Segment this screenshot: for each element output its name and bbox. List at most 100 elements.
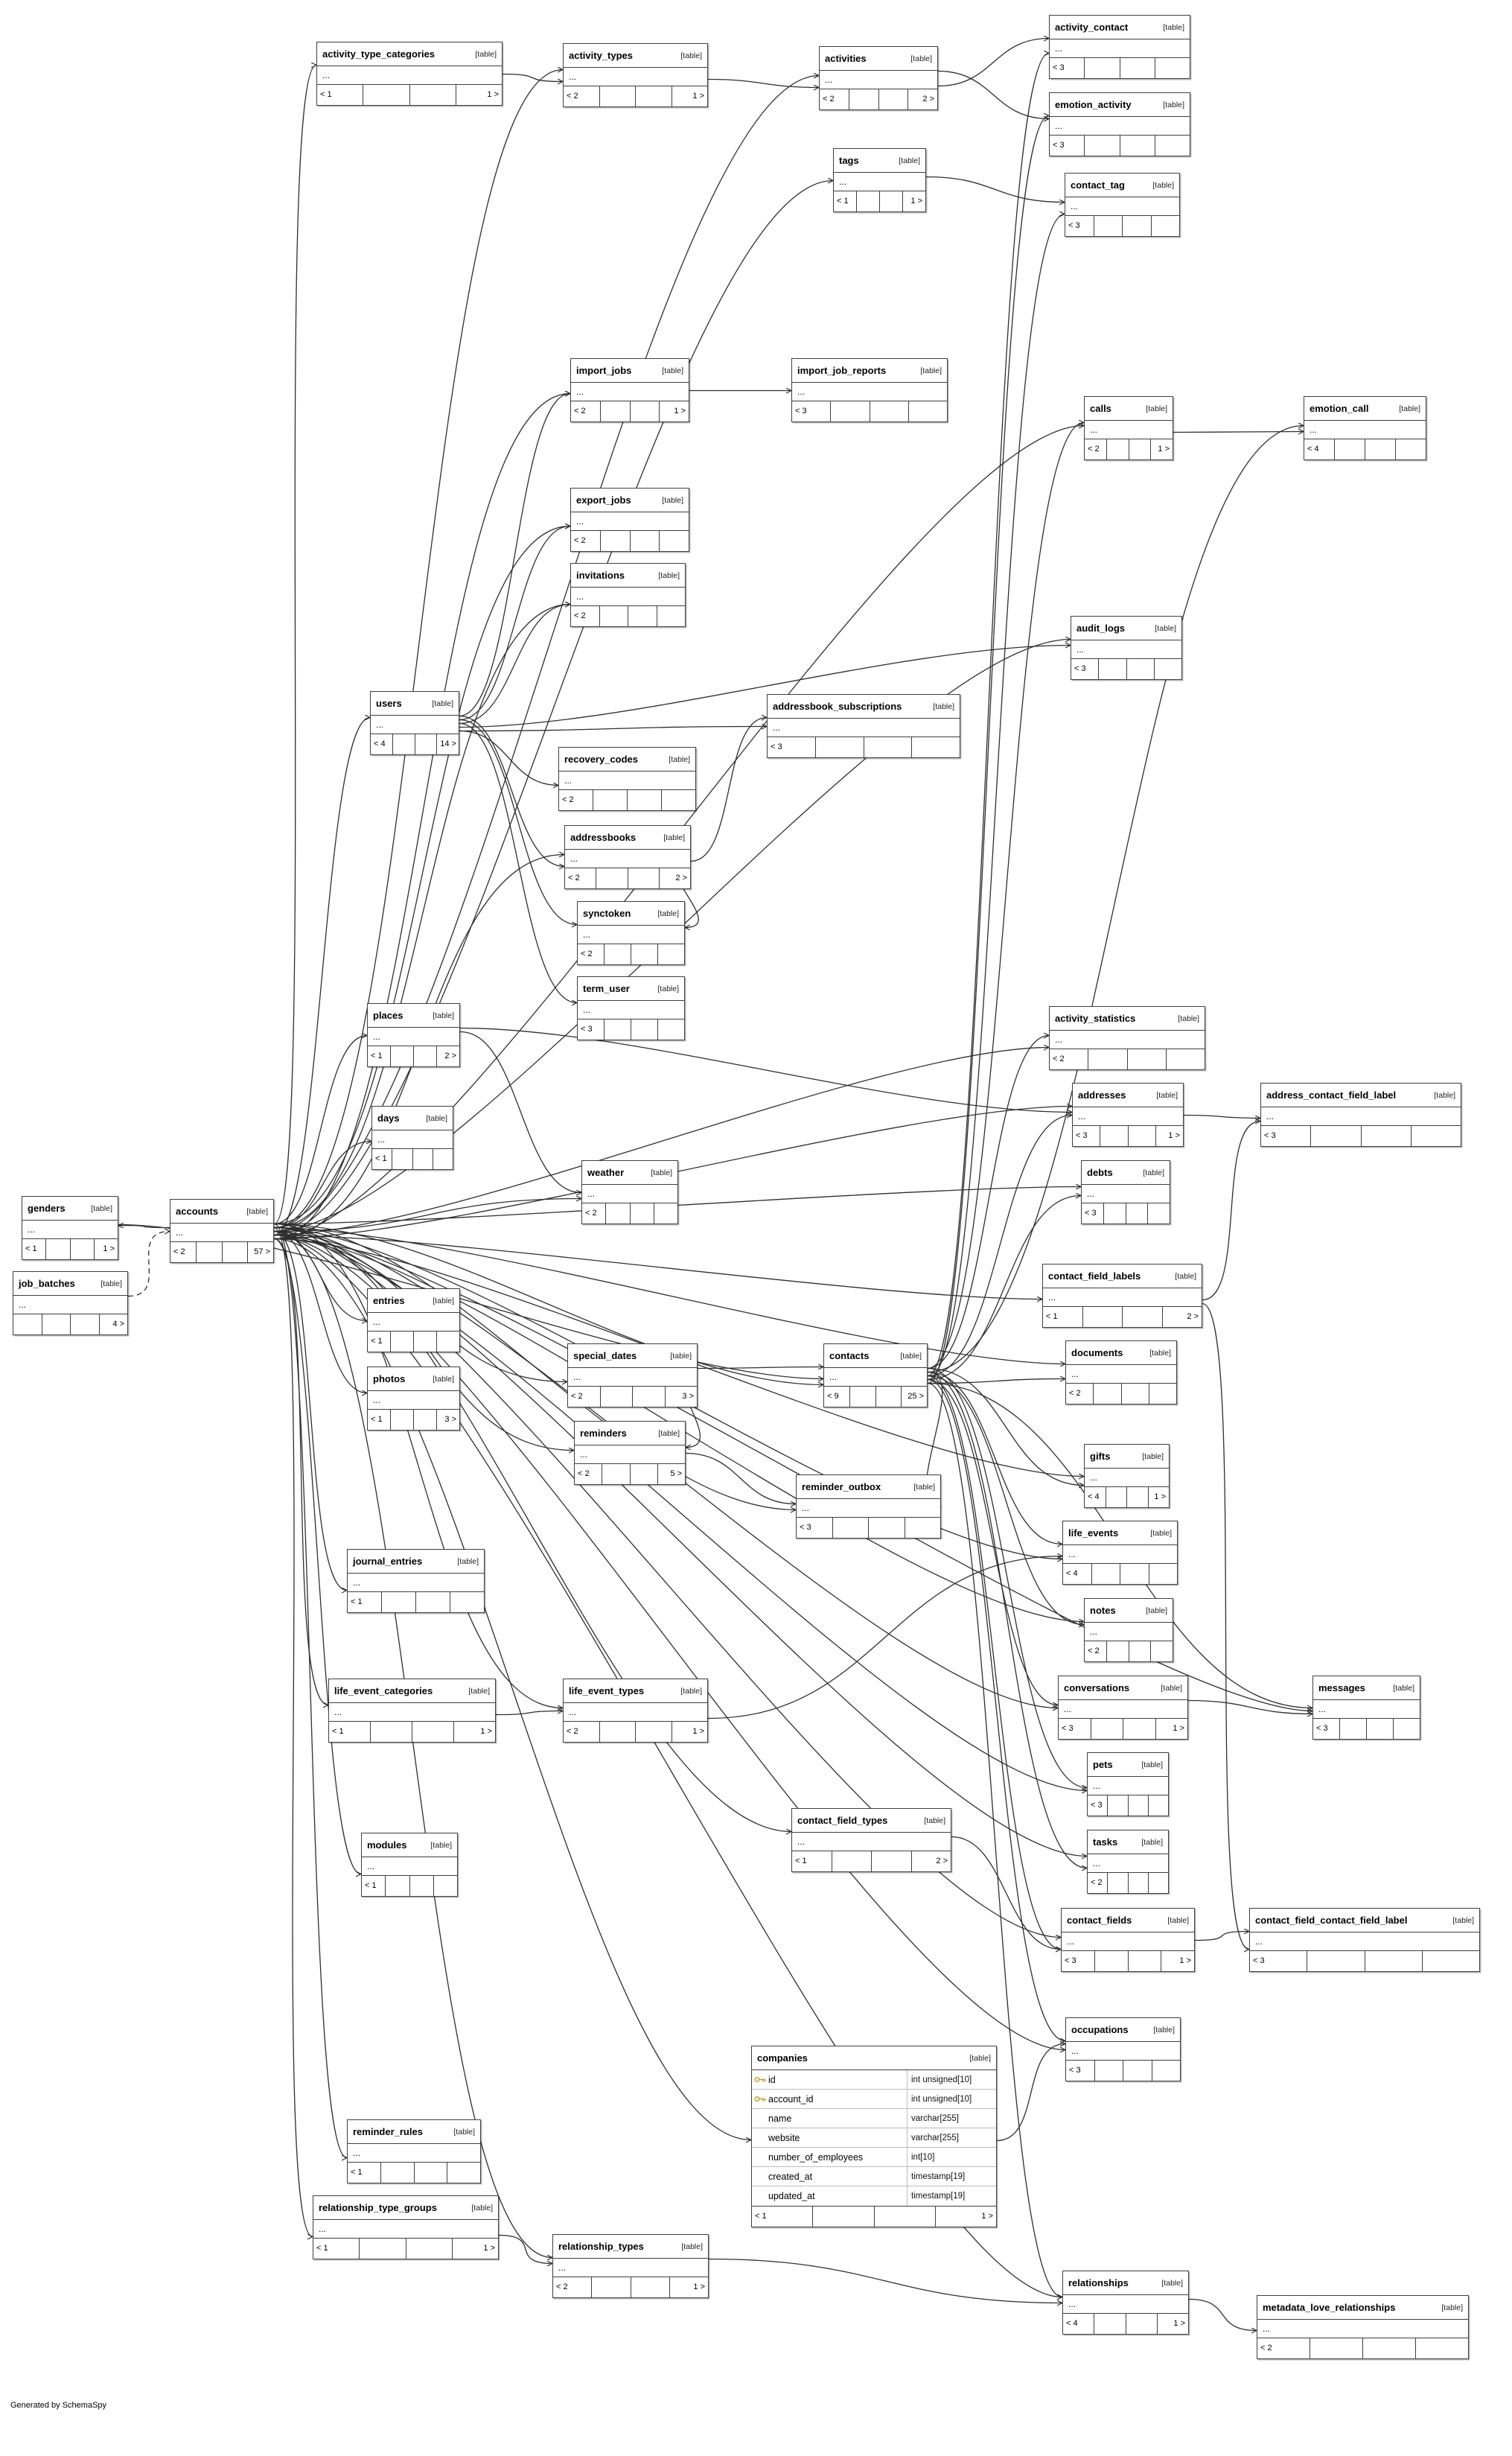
table-header[interactable]: entries [table] — [368, 1289, 459, 1313]
table-node-tasks[interactable]: tasks [table] ... < 2 — [1087, 1830, 1169, 1894]
table-node-contacts[interactable]: contacts [table] ... < 9 25 > — [823, 1343, 928, 1407]
table-node-tags[interactable]: tags [table] ... < 1 1 > — [833, 148, 926, 212]
table-node-relationships[interactable]: relationships [table] ... < 4 1 > — [1062, 2271, 1189, 2335]
table-header[interactable]: occupations [table] — [1066, 2018, 1180, 2042]
table-node-modules[interactable]: modules [table] ... < 1 — [361, 1833, 458, 1897]
table-header[interactable]: synctoken [table] — [578, 902, 684, 926]
table-header[interactable]: relationship_types [table] — [553, 2235, 708, 2259]
table-header[interactable]: calls [table] — [1085, 397, 1173, 421]
table-node-contact_field_types[interactable]: contact_field_types [table] ... < 1 2 > — [791, 1808, 951, 1872]
table-header[interactable]: genders [table] — [22, 1197, 118, 1221]
table-node-reminder_rules[interactable]: reminder_rules [table] ... < 1 — [347, 2119, 481, 2183]
table-header[interactable]: companies [table] — [752, 2046, 996, 2070]
table-header[interactable]: term_user [table] — [578, 977, 684, 1001]
table-header[interactable]: activities [table] — [820, 47, 937, 71]
table-node-export_jobs[interactable]: export_jobs [table] ... < 2 — [570, 488, 689, 552]
table-header[interactable]: activity_type_categories [table] — [317, 42, 502, 66]
table-header[interactable]: users [table] — [371, 692, 459, 716]
table-node-invitations[interactable]: invitations [table] ... < 2 — [570, 563, 686, 627]
table-header[interactable]: export_jobs [table] — [571, 489, 689, 512]
table-node-metadata_love_relationships[interactable]: metadata_love_relationships [table] ... … — [1257, 2295, 1469, 2359]
table-header[interactable]: contact_field_types [table] — [792, 1809, 951, 1833]
table-header[interactable]: emotion_call [table] — [1304, 397, 1426, 421]
table-node-contact_tag[interactable]: contact_tag [table] ... < 3 — [1065, 173, 1180, 237]
table-node-life_events[interactable]: life_events [table] ... < 4 — [1062, 1521, 1178, 1585]
table-node-documents[interactable]: documents [table] ... < 2 — [1065, 1340, 1177, 1404]
table-node-genders[interactable]: genders [table] ... < 1 1 > — [22, 1196, 118, 1260]
table-node-life_event_types[interactable]: life_event_types [table] ... < 2 1 > — [563, 1679, 708, 1743]
table-header[interactable]: modules [table] — [362, 1833, 457, 1857]
table-header[interactable]: journal_entries [table] — [348, 1550, 484, 1574]
table-node-users[interactable]: users [table] ... < 4 14 > — [370, 691, 459, 755]
table-node-emotion_activity[interactable]: emotion_activity [table] ... < 3 — [1049, 92, 1190, 156]
table-node-activity_statistics[interactable]: activity_statistics [table] ... < 2 — [1049, 1006, 1205, 1070]
table-node-relationship_types[interactable]: relationship_types [table] ... < 2 1 > — [552, 2234, 709, 2298]
table-header[interactable]: recovery_codes [table] — [559, 748, 695, 772]
table-header[interactable]: activity_contact [table] — [1050, 16, 1190, 39]
table-header[interactable]: import_jobs [table] — [571, 359, 689, 383]
table-header[interactable]: activity_types [table] — [564, 44, 707, 68]
table-header[interactable]: audit_logs [table] — [1071, 617, 1181, 640]
table-node-synctoken[interactable]: synctoken [table] ... < 2 — [577, 901, 685, 965]
table-node-reminders[interactable]: reminders [table] ... < 2 5 > — [574, 1421, 686, 1485]
table-header[interactable]: conversations [table] — [1059, 1676, 1187, 1700]
table-header[interactable]: invitations [table] — [571, 564, 685, 588]
table-header[interactable]: emotion_activity [table] — [1050, 93, 1190, 117]
table-header[interactable]: metadata_love_relationships [table] — [1257, 2296, 1468, 2320]
table-header[interactable]: job_batches [table] — [13, 1272, 127, 1296]
table-header[interactable]: reminder_outbox [table] — [797, 1475, 940, 1499]
table-header[interactable]: reminder_rules [table] — [348, 2120, 480, 2144]
table-node-contact_field_contact_field_label[interactable]: contact_field_contact_field_label [table… — [1249, 1908, 1480, 1972]
table-header[interactable]: debts [table] — [1082, 1161, 1170, 1185]
table-header[interactable]: places [table] — [368, 1004, 459, 1028]
table-header[interactable]: contact_field_labels [table] — [1043, 1264, 1202, 1288]
table-header[interactable]: pets [table] — [1088, 1753, 1168, 1777]
table-header[interactable]: tags [table] — [834, 149, 925, 173]
table-header[interactable]: activity_statistics [table] — [1050, 1007, 1205, 1031]
table-header[interactable]: contact_field_contact_field_label [table… — [1250, 1909, 1479, 1932]
table-node-days[interactable]: days [table] ... < 1 — [371, 1106, 453, 1170]
table-node-contact_fields[interactable]: contact_fields [table] ... < 3 1 > — [1061, 1908, 1195, 1972]
table-node-notes[interactable]: notes [table] ... < 2 — [1084, 1598, 1173, 1662]
table-node-calls[interactable]: calls [table] ... < 2 1 > — [1084, 396, 1173, 460]
table-header[interactable]: addressbook_subscriptions [table] — [768, 695, 960, 719]
table-header[interactable]: relationships [table] — [1063, 2271, 1188, 2295]
table-node-debts[interactable]: debts [table] ... < 3 — [1081, 1160, 1170, 1224]
table-node-addresses[interactable]: addresses [table] ... < 3 1 > — [1072, 1083, 1184, 1147]
table-header[interactable]: photos [table] — [368, 1367, 459, 1391]
table-node-activities[interactable]: activities [table] ... < 2 2 > — [819, 46, 938, 110]
table-header[interactable]: special_dates [table] — [568, 1344, 697, 1368]
table-node-activity_types[interactable]: activity_types [table] ... < 2 1 > — [563, 43, 708, 107]
table-node-import_jobs[interactable]: import_jobs [table] ... < 2 1 > — [570, 358, 689, 422]
table-header[interactable]: documents [table] — [1066, 1341, 1176, 1365]
table-node-reminder_outbox[interactable]: reminder_outbox [table] ... < 3 — [796, 1474, 941, 1539]
table-node-address_contact_field_label[interactable]: address_contact_field_label [table] ... … — [1260, 1083, 1461, 1147]
table-node-addressbook_subscriptions[interactable]: addressbook_subscriptions [table] ... < … — [767, 694, 960, 758]
table-node-pets[interactable]: pets [table] ... < 3 — [1087, 1752, 1169, 1816]
table-header[interactable]: notes [table] — [1085, 1599, 1173, 1623]
table-header[interactable]: contact_fields [table] — [1062, 1909, 1194, 1932]
table-header[interactable]: contacts [table] — [824, 1344, 927, 1368]
table-node-import_job_reports[interactable]: import_job_reports [table] ... < 3 — [791, 358, 948, 422]
table-node-contact_field_labels[interactable]: contact_field_labels [table] ... < 1 2 > — [1042, 1264, 1202, 1328]
table-header[interactable]: weather [table] — [582, 1161, 677, 1185]
table-node-messages[interactable]: messages [table] ... < 3 — [1312, 1676, 1420, 1740]
table-header[interactable]: tasks [table] — [1088, 1830, 1168, 1854]
table-node-emotion_call[interactable]: emotion_call [table] ... < 4 — [1304, 396, 1426, 460]
table-node-occupations[interactable]: occupations [table] ... < 3 — [1065, 2017, 1181, 2081]
table-node-special_dates[interactable]: special_dates [table] ... < 2 3 > — [567, 1343, 698, 1407]
table-header[interactable]: life_events [table] — [1063, 1521, 1177, 1545]
table-node-term_user[interactable]: term_user [table] ... < 3 — [577, 976, 685, 1040]
table-header[interactable]: accounts [table] — [170, 1200, 273, 1224]
table-node-addressbooks[interactable]: addressbooks [table] ... < 2 2 > — [564, 825, 691, 889]
table-node-accounts[interactable]: accounts [table] ... < 2 57 > — [170, 1199, 274, 1263]
table-header[interactable]: address_contact_field_label [table] — [1261, 1084, 1461, 1107]
table-node-photos[interactable]: photos [table] ... < 1 3 > — [367, 1367, 460, 1431]
table-node-conversations[interactable]: conversations [table] ... < 3 1 > — [1058, 1676, 1188, 1740]
